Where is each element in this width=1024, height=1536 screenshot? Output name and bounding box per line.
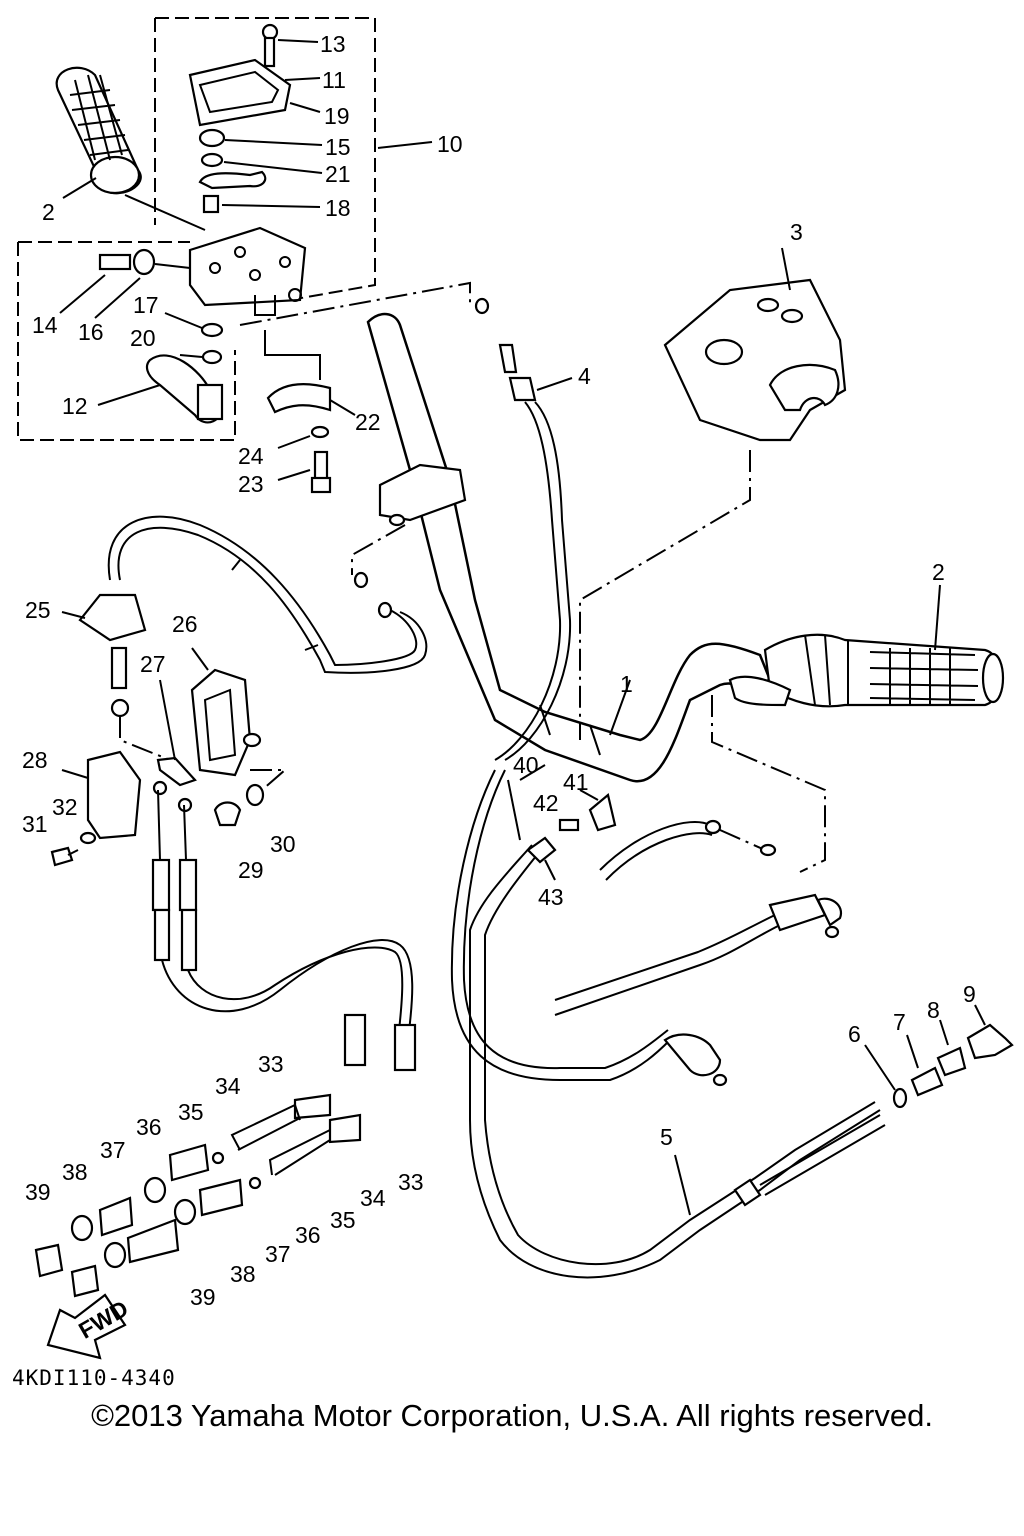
handlebar-clamp xyxy=(264,330,356,494)
copyright-notice: ©2013 Yamaha Motor Corporation, U.S.A. A… xyxy=(91,1398,933,1433)
part-code: 4KDI110-4340 xyxy=(12,1366,176,1390)
choke-cables xyxy=(151,780,417,1176)
callout-5: 5 xyxy=(660,1124,673,1150)
callout-2: 2 xyxy=(932,559,945,585)
callout-29: 29 xyxy=(238,857,264,883)
rear-brake-cable xyxy=(674,1004,1014,1216)
callout-35: 35 xyxy=(330,1207,356,1233)
callout-11: 11 xyxy=(322,67,346,93)
throttle-cable xyxy=(239,281,573,761)
callout-37: 37 xyxy=(100,1137,126,1163)
callout-37: 37 xyxy=(265,1241,291,1267)
callout-35: 35 xyxy=(178,1099,204,1125)
handlebar xyxy=(366,312,772,783)
cable-fittings xyxy=(34,1143,262,1298)
callout-24: 24 xyxy=(238,443,264,469)
callout-36: 36 xyxy=(295,1222,321,1248)
callout-7: 7 xyxy=(893,1009,906,1035)
callout-9: 9 xyxy=(963,981,976,1007)
callout-30: 30 xyxy=(270,831,296,857)
right-grip xyxy=(711,584,1005,873)
callout-28: 28 xyxy=(22,747,48,773)
callout-34: 34 xyxy=(360,1185,386,1211)
callout-34: 34 xyxy=(215,1073,241,1099)
callout-15: 15 xyxy=(325,134,351,160)
callout-1: 1 xyxy=(620,671,633,697)
switch-box xyxy=(50,647,288,867)
throttle-housing xyxy=(59,23,323,424)
callout-41: 41 xyxy=(563,769,589,795)
callout-20: 20 xyxy=(130,325,156,351)
callout-6: 6 xyxy=(848,1021,861,1047)
callout-31: 31 xyxy=(22,811,48,837)
callout-40: 40 xyxy=(513,752,539,778)
choke-cable-left xyxy=(61,515,428,761)
callout-14: 14 xyxy=(32,312,58,338)
callout-43: 43 xyxy=(538,884,564,910)
callout-12: 12 xyxy=(62,393,88,419)
callout-27: 27 xyxy=(140,651,166,677)
callout-38: 38 xyxy=(230,1261,256,1287)
callout-4: 4 xyxy=(578,363,591,389)
callout-2: 2 xyxy=(42,199,55,225)
callout-33: 33 xyxy=(258,1051,284,1077)
fwd-arrow: FWD xyxy=(46,1293,133,1360)
callout-25: 25 xyxy=(25,597,51,623)
callout-33: 33 xyxy=(398,1169,424,1195)
callout-22: 22 xyxy=(355,409,381,435)
callout-10: 10 xyxy=(437,131,463,157)
callout-39: 39 xyxy=(25,1179,51,1205)
callout-38: 38 xyxy=(62,1159,88,1185)
callout-labels: 1 2 2 3 4 5 6 7 8 9 10 11 12 13 14 15 16… xyxy=(22,31,976,1310)
right-switch-housing xyxy=(579,247,847,740)
callout-16: 16 xyxy=(78,319,104,345)
callout-36: 36 xyxy=(136,1114,162,1140)
callout-26: 26 xyxy=(172,611,198,637)
brake-cables xyxy=(450,764,881,1279)
callout-39: 39 xyxy=(190,1284,216,1310)
callout-17: 17 xyxy=(133,292,159,318)
callout-18: 18 xyxy=(325,195,351,221)
callout-8: 8 xyxy=(927,997,940,1023)
left-grip xyxy=(55,66,206,231)
callout-21: 21 xyxy=(325,161,351,187)
callout-13: 13 xyxy=(320,31,346,57)
callout-42: 42 xyxy=(533,790,559,816)
throttle-assembly-box xyxy=(17,17,433,441)
callout-32: 32 xyxy=(52,794,78,820)
callout-19: 19 xyxy=(324,103,350,129)
callout-23: 23 xyxy=(238,471,264,497)
callout-3: 3 xyxy=(790,219,803,245)
